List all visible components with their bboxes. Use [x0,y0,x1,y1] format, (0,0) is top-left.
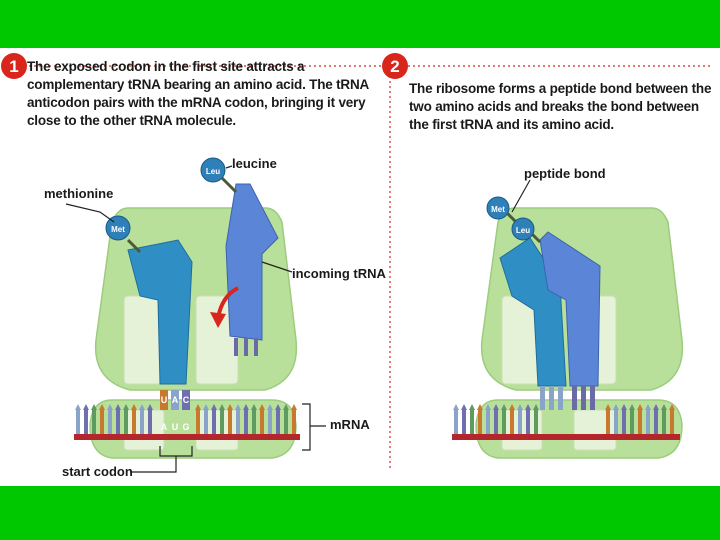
mrna-base [228,410,232,434]
leucine-label: leucine [232,156,277,171]
step2-description: The ribosome forms a peptide bond betwee… [409,80,714,134]
step1-codon-2: U [172,422,179,432]
step1-leu-anticodon-3 [254,338,258,356]
mrna-base [502,410,506,434]
mrna-base [276,410,280,434]
step1-badge: 1 [1,53,27,79]
step2-met-bead-text: Met [491,205,505,214]
mrna-base [252,410,256,434]
step1-leu-anticodon-1 [234,338,238,356]
step1-mrna-backbone [74,434,300,440]
mrna-base [116,410,120,434]
mrna-base [244,410,248,434]
step2-mrna-backbone [452,434,680,440]
mrna-base [518,410,522,434]
mrna-base [638,410,642,434]
mrna-base [462,410,466,434]
mrna-base-tip [75,404,81,410]
step1-leu-bead-text: Leu [206,167,220,176]
step1-leu-anticodon-2 [244,338,248,356]
mrna-base [268,410,272,434]
mrna-base [662,410,666,434]
mrna-base [212,410,216,434]
mrna-base [614,410,618,434]
step1-codon-1: A [161,422,168,432]
mrna-base [220,410,224,434]
mrna-base-tip [83,404,89,410]
mrna-bracket [302,404,326,450]
mrna-base [124,410,128,434]
step2-met-anticodon-2 [549,386,554,410]
mrna-base-tip [461,404,467,410]
step1-anticodon-1: U [161,395,168,405]
step2-leu-bead-text: Leu [516,226,530,235]
mrna-base [646,410,650,434]
step2-number: 2 [390,57,399,76]
step2-leu-anticodon-1 [572,386,577,410]
step2-badge: 2 [382,53,408,79]
start-codon-label: start codon [62,464,133,479]
incoming-trna-label: incoming tRNA [292,266,386,281]
mrna-base [148,410,152,434]
mrna-base [196,410,200,434]
mrna-base [260,410,264,434]
mrna-base-tip [469,404,475,410]
peptide-bond-leader [512,180,530,212]
mrna-base [76,410,80,434]
peptide-bond-label: peptide bond [524,166,606,181]
step1-anticodon-3: C [183,395,190,405]
mrna-base [606,410,610,434]
mrna-base [670,410,674,434]
mrna-base [454,410,458,434]
mrna-base [526,410,530,434]
mrna-base [534,410,538,434]
mrna-base [486,410,490,434]
mrna-base [132,410,136,434]
step1-description: The exposed codon in the first site attr… [27,58,377,130]
mrna-base [494,410,498,434]
mrna-base [630,410,634,434]
step1-small-subunit [90,400,296,458]
mrna-base [622,410,626,434]
step1-number: 1 [9,57,18,76]
mrna-base [204,410,208,434]
mrna-base [654,410,658,434]
step1-codon-3: G [182,422,189,432]
mrna-base [284,410,288,434]
mrna-base [140,410,144,434]
mrna-base [92,410,96,434]
methionine-leader [66,204,114,222]
mrna-base [100,410,104,434]
step2-met-anticodon-3 [558,386,563,410]
mrna-base [470,410,474,434]
methionine-label: methionine [44,186,113,201]
mrna-base-tip [291,404,297,410]
step2-leu-anticodon-2 [581,386,586,410]
mrna-base [510,410,514,434]
mrna-label: mRNA [330,417,370,432]
step2-leu-anticodon-3 [590,386,595,410]
mrna-base [478,410,482,434]
step2-met-anticodon-1 [540,386,545,410]
mrna-base [108,410,112,434]
step1-met-bead-text: Met [111,225,125,234]
mrna-base [292,410,296,434]
mrna-base-tip [453,404,459,410]
mrna-base [84,410,88,434]
step1-leu-link [222,178,236,192]
step1-anticodon-2: A [172,395,179,405]
mrna-base [236,410,240,434]
